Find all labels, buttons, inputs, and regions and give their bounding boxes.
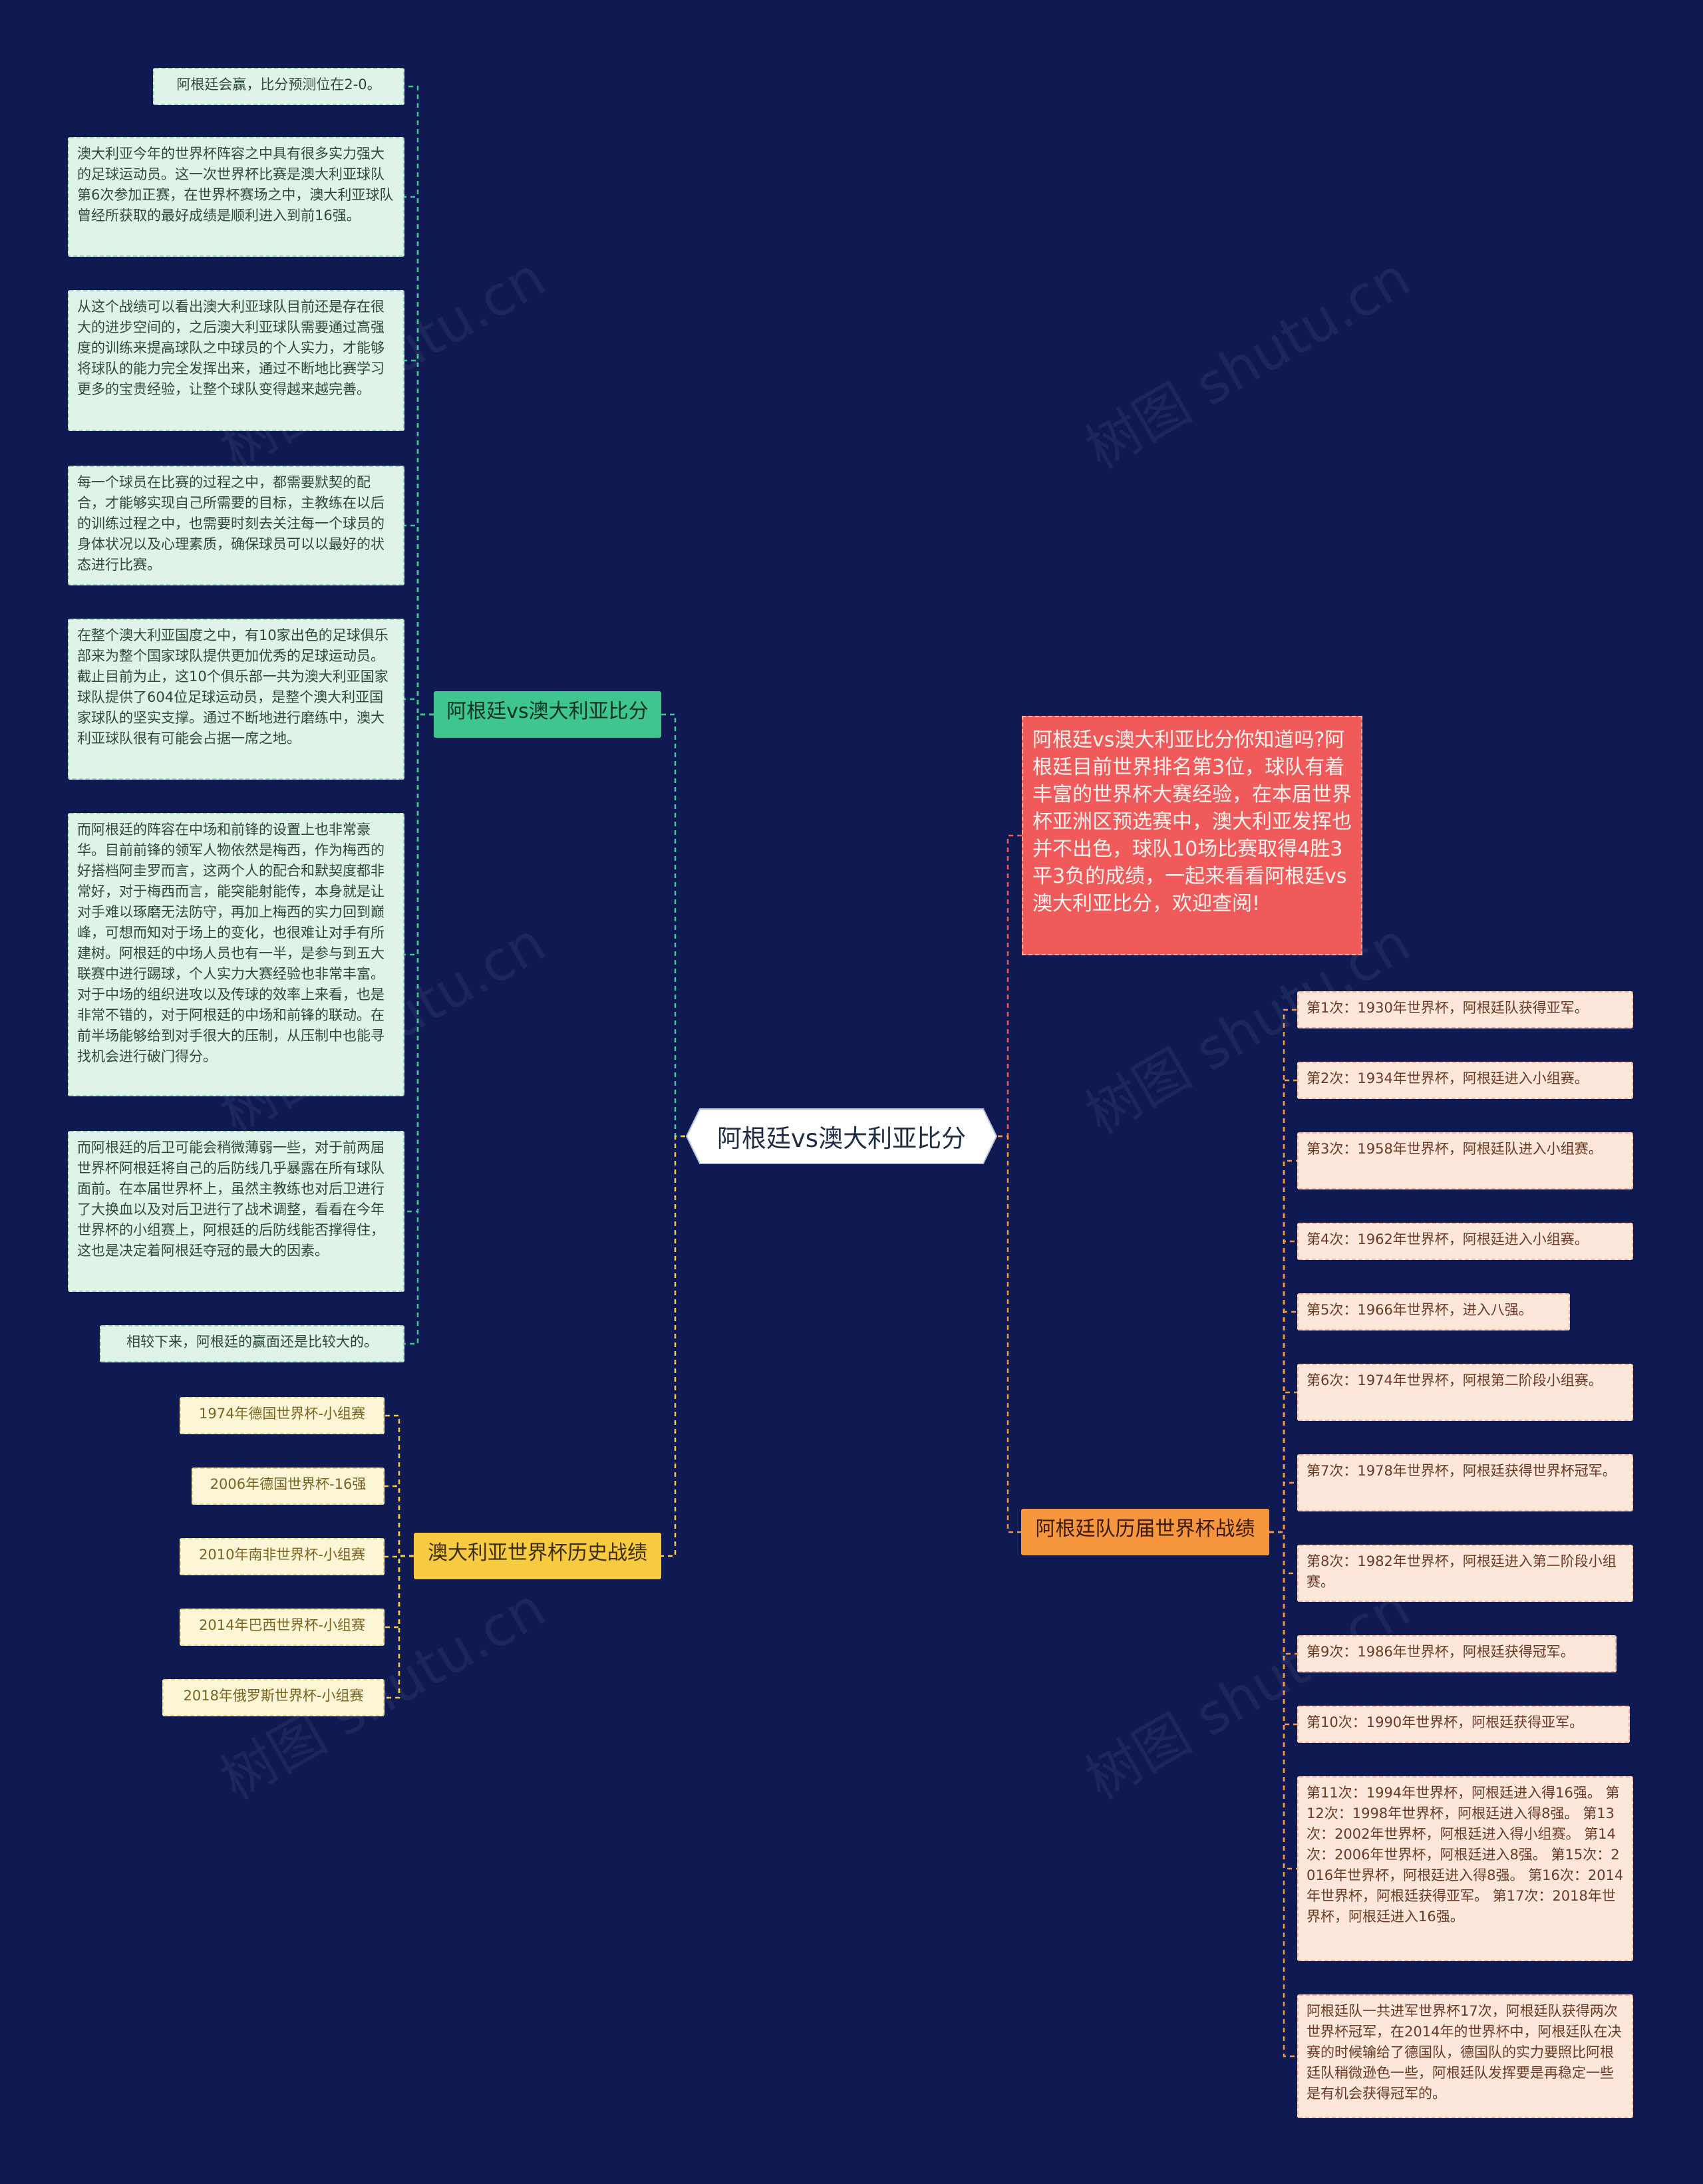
- connector-line: [661, 713, 685, 1138]
- root-node[interactable]: 阿根廷vs澳大利亚比分: [716, 1124, 967, 1153]
- connector-line: [404, 698, 434, 716]
- history-leaf[interactable]: 2006年德国世界杯-16强: [192, 1468, 385, 1505]
- argentina-leaf[interactable]: 第8次：1982年世界杯，阿根廷进入第二阶段小组赛。: [1297, 1545, 1633, 1602]
- argentina-leaf[interactable]: 第4次：1962年世界杯，阿根廷进入小组赛。: [1297, 1223, 1633, 1260]
- argentina-leaf[interactable]: 阿根廷队一共进军世界杯17次，阿根廷队获得两次世界杯冠军，在2014年的世界杯中…: [1297, 1994, 1633, 2118]
- connector-line: [404, 713, 434, 1213]
- argentina-leaf[interactable]: 第3次：1958年世界杯，阿根廷队进入小组赛。: [1297, 1132, 1633, 1189]
- root-node-shape: [685, 1108, 998, 1164]
- branch-argentina-history[interactable]: 阿根廷队历届世界杯战绩: [1021, 1509, 1269, 1555]
- connector-line: [1269, 1531, 1297, 1655]
- argentina-leaf[interactable]: 第10次：1990年世界杯，阿根廷获得亚军。: [1297, 1706, 1630, 1743]
- argentina-leaf[interactable]: 第2次：1934年世界杯，阿根廷进入小组赛。: [1297, 1062, 1633, 1099]
- connector-line: [404, 713, 434, 956]
- score-leaf[interactable]: 而阿根廷的阵容在中场和前锋的设置上也非常豪华。目前前锋的领军人物依然是梅西，作为…: [68, 813, 404, 1096]
- score-leaf[interactable]: 而阿根廷的后卫可能会稍微薄弱一些，对于前两届世界杯阿根廷将自己的后防线几乎暴露在…: [68, 1131, 404, 1292]
- branch-australia-history[interactable]: 澳大利亚世界杯历史战绩: [414, 1533, 661, 1579]
- score-leaf[interactable]: 从这个战绩可以看出澳大利亚球队目前还是存在很大的进步空间的，之后澳大利亚球队需要…: [68, 290, 404, 431]
- branch-score[interactable]: 阿根廷vs澳大利亚比分: [434, 691, 661, 738]
- score-leaf[interactable]: 相较下来，阿根廷的赢面还是比较大的。: [100, 1325, 404, 1362]
- score-leaf[interactable]: 阿根廷会赢，比分预测位在2-0。: [153, 68, 404, 105]
- argentina-leaf[interactable]: 第11次：1994年世界杯，阿根廷进入得16强。 第12次：1998年世界杯，阿…: [1297, 1776, 1633, 1961]
- score-leaf[interactable]: 澳大利亚今年的世界杯阵容之中具有很多实力强大的足球运动员。这一次世界杯比赛是澳大…: [68, 137, 404, 257]
- connector-line: [404, 85, 434, 716]
- argentina-leaf[interactable]: 第7次：1978年世界杯，阿根廷获得世界杯冠军。: [1297, 1454, 1633, 1511]
- score-leaf[interactable]: 每一个球员在比赛的过程之中，都需要默契的配合，才能够实现自己所需要的目标，主教练…: [68, 466, 404, 585]
- history-leaf[interactable]: 2018年俄罗斯世界杯-小组赛: [162, 1679, 385, 1716]
- history-leaf[interactable]: 1974年德国世界杯-小组赛: [180, 1397, 385, 1434]
- connector-line: [404, 359, 434, 716]
- score-leaf[interactable]: 在整个澳大利亚国度之中，有10家出色的足球俱乐部来为整个国家球队提供更加优秀的足…: [68, 619, 404, 780]
- connector-line: [404, 713, 434, 1345]
- connector-line: [404, 524, 434, 716]
- connector-line: [1269, 1482, 1297, 1533]
- connector-line: [661, 1135, 685, 1557]
- history-leaf[interactable]: 2014年巴西世界杯-小组赛: [180, 1609, 385, 1646]
- argentina-leaf[interactable]: 第9次：1986年世界杯，阿根廷获得冠军。: [1297, 1635, 1617, 1672]
- connector-line: [998, 834, 1022, 1138]
- connector-line: [404, 196, 434, 716]
- history-leaf[interactable]: 2010年南非世界杯-小组赛: [180, 1538, 385, 1575]
- connector-line: [1269, 1531, 1297, 2058]
- argentina-leaf[interactable]: 第5次：1966年世界杯，进入八强。: [1297, 1293, 1570, 1330]
- connector-line: [998, 1135, 1021, 1533]
- argentina-leaf[interactable]: 第1次：1930年世界杯，阿根廷队获得亚军。: [1297, 991, 1633, 1028]
- argentina-leaf[interactable]: 第6次：1974年世界杯，阿根第二阶段小组赛。: [1297, 1364, 1633, 1421]
- connector-line: [385, 1485, 414, 1557]
- intro-node[interactable]: 阿根廷vs澳大利亚比分你知道吗?阿根廷目前世界排名第3位，球队有着丰富的世界杯大…: [1022, 716, 1362, 955]
- connector-line: [385, 1555, 414, 1629]
